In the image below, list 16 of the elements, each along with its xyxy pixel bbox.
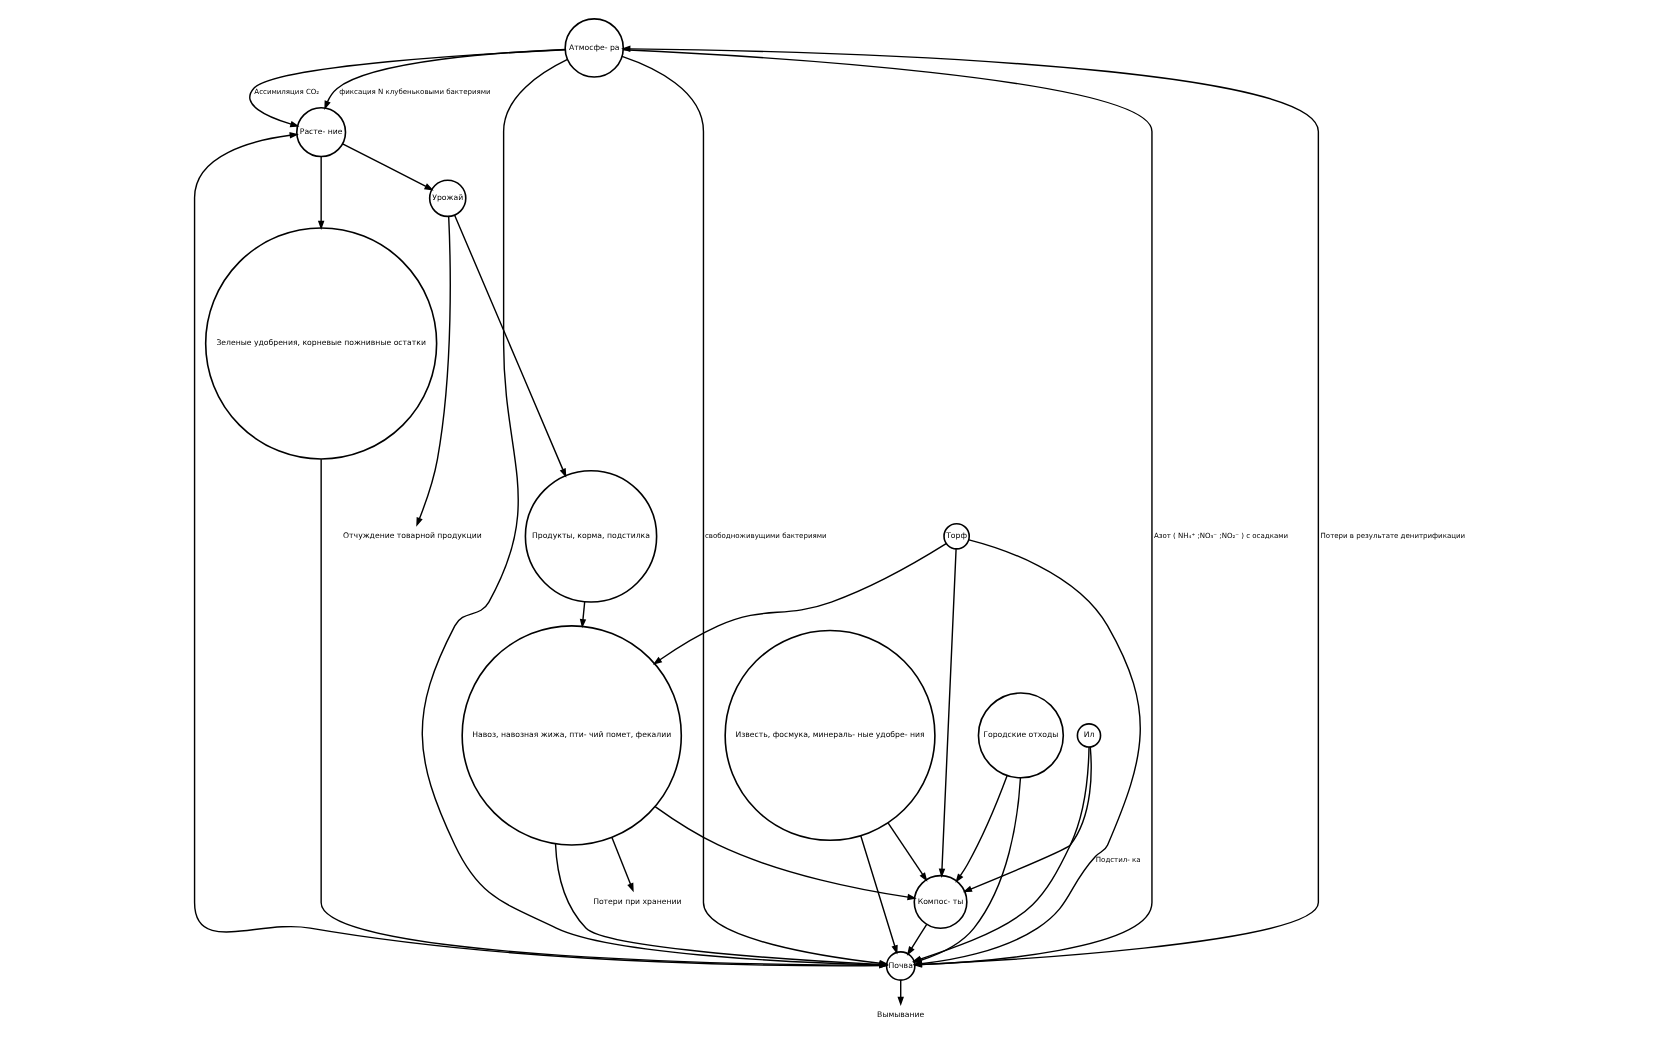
arrow (938, 548, 957, 878)
arrow (906, 923, 928, 956)
arrow (654, 805, 917, 901)
arrow (652, 542, 947, 665)
arrow (324, 48, 566, 110)
arrow (453, 214, 567, 478)
arrow (611, 836, 634, 893)
arrow (341, 143, 434, 191)
arrow (887, 822, 928, 882)
arrow (317, 155, 325, 230)
arrow (579, 601, 587, 629)
arrow (249, 49, 566, 128)
arrow (955, 774, 1008, 883)
arrow (860, 835, 898, 955)
arrow (962, 746, 1092, 893)
arrow (416, 215, 451, 527)
